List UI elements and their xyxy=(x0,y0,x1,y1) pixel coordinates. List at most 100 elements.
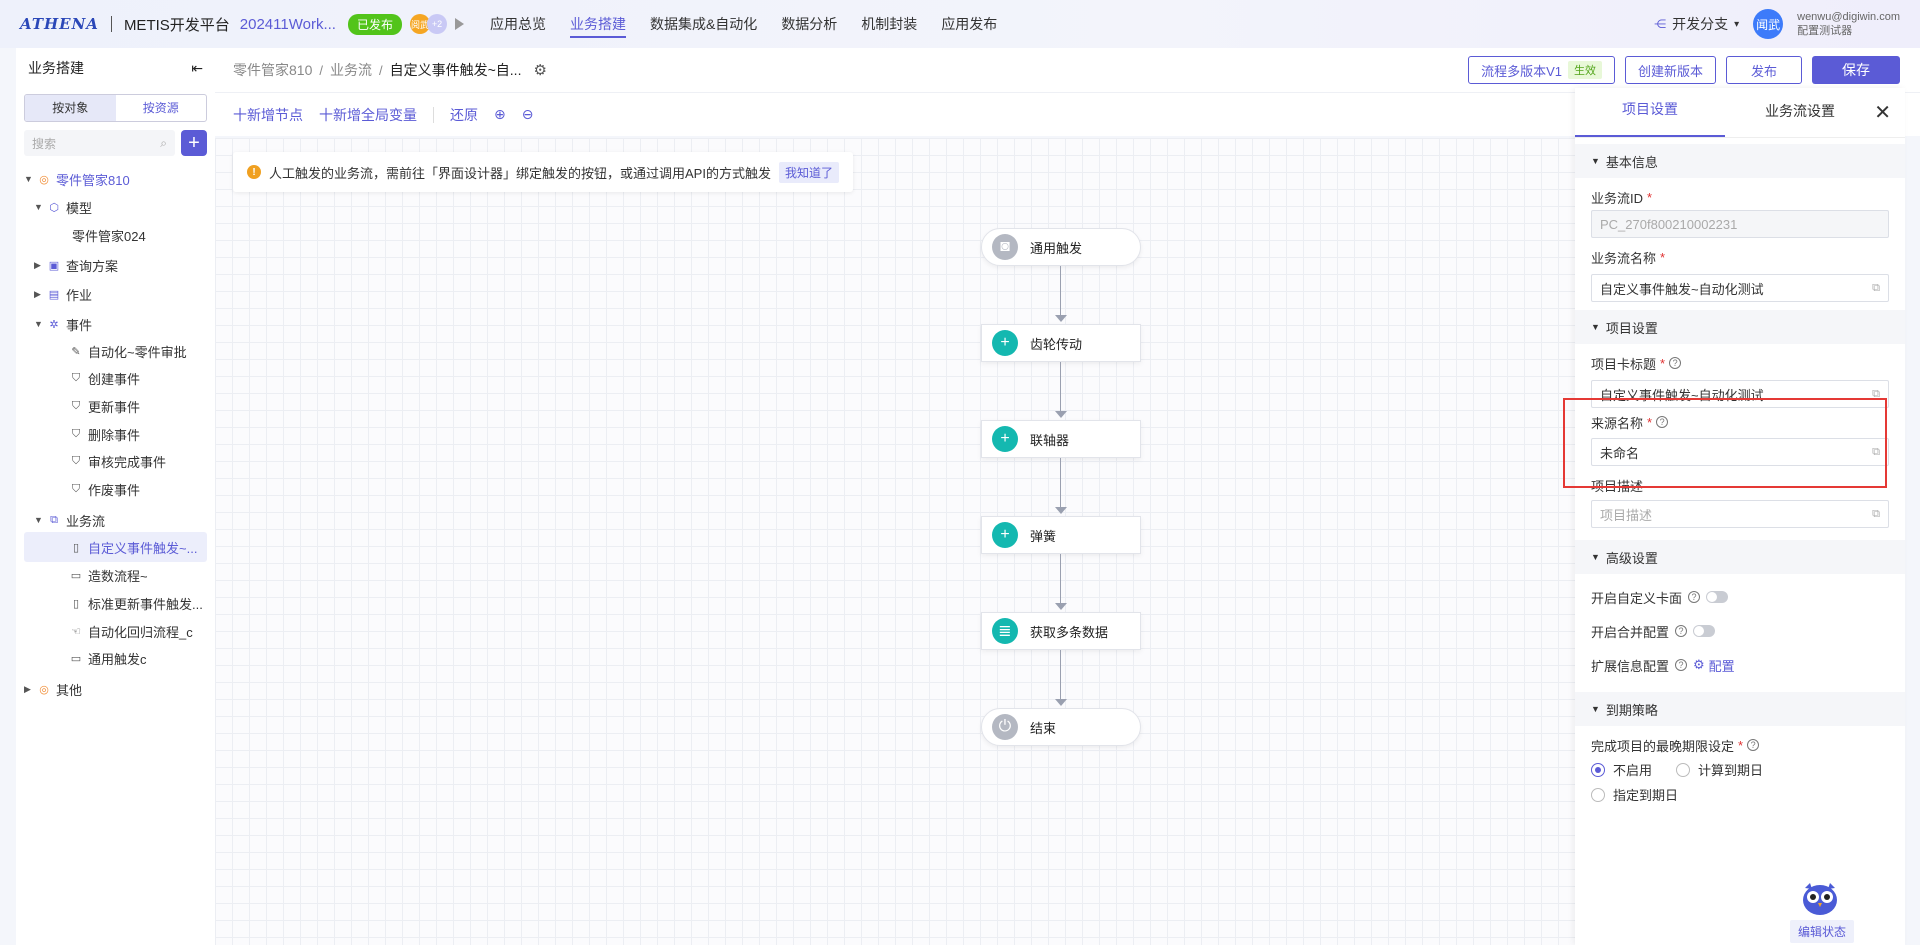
add-global-var-button[interactable]: 十新增全局变量 xyxy=(319,106,417,123)
flow-connector xyxy=(1060,650,1061,700)
tree-item[interactable]: ▼⬡模型 xyxy=(16,192,215,222)
section-deadline[interactable]: ▼ 到期策略 xyxy=(1575,692,1905,726)
owl-mascot-icon[interactable] xyxy=(1800,880,1840,916)
help-icon[interactable]: ? xyxy=(1675,659,1688,671)
caret-down-icon[interactable]: ▼ xyxy=(24,174,33,184)
caret-right-icon[interactable]: ▶ xyxy=(24,683,31,694)
nav-business-build[interactable]: 业务搭建 xyxy=(558,0,638,48)
flow-node[interactable]: ⏻结束 xyxy=(981,708,1141,746)
caret-down-icon[interactable]: ▼ xyxy=(34,515,43,525)
custom-card-switch[interactable] xyxy=(1706,591,1729,603)
branch-icon: ⋲ xyxy=(1654,17,1667,31)
workspace-selector[interactable]: 202411Work... xyxy=(239,15,336,33)
tree-item[interactable]: ▶▤作业 xyxy=(16,279,215,309)
caret-down-icon[interactable]: ▼ xyxy=(34,319,43,329)
tree-item[interactable]: ▭通用触发c xyxy=(16,643,215,673)
section-advanced[interactable]: ▼ 高级设置 xyxy=(1575,540,1905,574)
translate-icon[interactable]: ⧉ xyxy=(1872,445,1880,458)
toggle-by-object[interactable]: 按对象 xyxy=(25,95,116,121)
create-version-button[interactable]: 创建新版本 xyxy=(1624,56,1716,84)
play-icon[interactable] xyxy=(454,18,464,30)
breadcrumb-item[interactable]: 零件管家810 xyxy=(233,62,313,78)
tree-item[interactable]: ▯标准更新事件触发... xyxy=(16,588,215,618)
got-it-button[interactable]: 我知道了 xyxy=(778,161,839,183)
description-field[interactable]: 项目描述 ⧉ xyxy=(1591,500,1889,528)
tree-item[interactable]: 零件管家024 xyxy=(16,220,215,250)
caret-down-icon[interactable]: ▼ xyxy=(34,202,43,212)
tree-item[interactable]: ⛉作废事件 xyxy=(16,474,215,504)
power-icon: ⏻ xyxy=(992,714,1018,740)
help-icon[interactable]: ? xyxy=(1675,625,1688,637)
user-info[interactable]: wenwu@digiwin.com 配置测试器 xyxy=(1797,10,1900,38)
plus-icon: + xyxy=(992,522,1018,548)
user-avatar[interactable]: 闻武 xyxy=(1753,9,1784,39)
flow-node[interactable]: +联轴器 xyxy=(981,420,1141,458)
tree-item[interactable]: ▭造数流程~ xyxy=(16,560,215,590)
nav-app-overview[interactable]: 应用总览 xyxy=(489,16,546,32)
tree-item[interactable]: ⛉审核完成事件 xyxy=(16,446,215,476)
help-icon[interactable]: ? xyxy=(1669,357,1682,369)
add-button[interactable]: + xyxy=(181,130,207,156)
tab-project-settings[interactable]: 项目设置 xyxy=(1575,99,1725,137)
help-icon[interactable]: ? xyxy=(1656,416,1669,428)
merge-config-switch[interactable] xyxy=(1693,625,1716,637)
zoom-in-icon[interactable]: ⊕ xyxy=(494,106,506,122)
collaborator-avatars[interactable]: 阅武 +2 xyxy=(409,14,447,34)
help-icon[interactable]: ? xyxy=(1747,739,1760,751)
tab-flow-settings[interactable]: 业务流设置 xyxy=(1765,103,1835,119)
nav-app-publish[interactable]: 应用发布 xyxy=(941,16,998,32)
doc-icon: ▯ xyxy=(72,597,80,610)
section-basic[interactable]: ▼ 基本信息 xyxy=(1575,144,1905,178)
tree-item[interactable]: ▼◎零件管家810 xyxy=(16,164,215,194)
configure-link[interactable]: ⚙ 配置 xyxy=(1693,656,1735,675)
caret-right-icon[interactable]: ▶ xyxy=(34,288,41,299)
nav-mechanism[interactable]: 机制封装 xyxy=(861,16,918,32)
tree-item[interactable]: ▶▣查询方案 xyxy=(16,250,215,280)
breadcrumb-item[interactable]: 业务流 xyxy=(329,62,372,78)
data-query-icon: ≣ xyxy=(992,618,1018,644)
tree-item[interactable]: ☜自动化回归流程_c xyxy=(16,616,215,646)
zoom-out-icon[interactable]: ⊖ xyxy=(521,106,534,122)
tree-item[interactable]: ✎自动化~零件审批 xyxy=(16,336,215,366)
flow-node[interactable]: +齿轮传动 xyxy=(981,324,1141,362)
help-icon[interactable]: ? xyxy=(1688,591,1701,603)
tree-item[interactable]: ▯自定义事件触发~... xyxy=(24,532,207,562)
radio-disable[interactable]: 不启用 xyxy=(1591,760,1652,779)
flow-name-field[interactable]: 自定义事件触发~自动化测试 ⧉ xyxy=(1591,274,1889,302)
branch-selector[interactable]: ⋲ 开发分支 ▾ xyxy=(1654,14,1739,34)
collapse-sidebar-icon[interactable]: ⇤ xyxy=(191,59,203,76)
logo[interactable]: ATHENA METIS开发平台 xyxy=(20,14,230,35)
tree-item[interactable]: ⛉更新事件 xyxy=(16,391,215,421)
section-project[interactable]: ▼ 项目设置 xyxy=(1575,310,1905,344)
search-input[interactable]: 搜索 ⌕ xyxy=(24,130,175,156)
publish-button[interactable]: 发布 xyxy=(1725,56,1802,84)
toggle-by-resource[interactable]: 按资源 xyxy=(142,101,179,115)
tree-item[interactable]: ⛉删除事件 xyxy=(16,419,215,449)
nav-data-integration[interactable]: 数据集成&自动化 xyxy=(649,16,758,32)
section-title: 基本信息 xyxy=(1605,154,1658,170)
gear-icon[interactable]: ⚙ xyxy=(533,62,547,79)
flow-node[interactable]: ◙通用触发 xyxy=(981,228,1141,266)
flow-node[interactable]: ≣获取多条数据 xyxy=(981,612,1141,650)
source-name-field[interactable]: 未命名 ⧉ xyxy=(1591,438,1889,466)
radio-calc-due[interactable]: 计算到期日 xyxy=(1676,760,1763,779)
caret-right-icon[interactable]: ▶ xyxy=(34,259,41,270)
flow-node[interactable]: +弹簧 xyxy=(981,516,1141,554)
restore-button[interactable]: 还原 xyxy=(450,106,478,123)
tree-item[interactable]: ▼⧉业务流 xyxy=(16,505,215,535)
translate-icon[interactable]: ⧉ xyxy=(1872,387,1880,400)
flow-canvas[interactable]: ! 人工触发的业务流，需前往「界面设计器」绑定触发的按钮，或通过调用API的方式… xyxy=(215,138,1575,945)
multi-version-button[interactable]: 流程多版本V1 生效 xyxy=(1468,56,1615,84)
tree-item[interactable]: ▼✲事件 xyxy=(16,309,215,339)
shield-check-icon: ⛉ xyxy=(71,371,81,384)
tree-item[interactable]: ▶◎其他 xyxy=(16,674,215,704)
radio-specify-due[interactable]: 指定到期日 xyxy=(1591,785,1678,804)
add-node-button[interactable]: 十新增节点 xyxy=(233,106,303,123)
close-icon[interactable]: ✕ xyxy=(1874,102,1891,124)
translate-icon[interactable]: ⧉ xyxy=(1872,507,1880,520)
tree-item[interactable]: ⛉创建事件 xyxy=(16,363,215,393)
save-button[interactable]: 保存 xyxy=(1812,56,1900,84)
edit-state-badge[interactable]: 编辑状态 xyxy=(1790,920,1855,943)
translate-icon[interactable]: ⧉ xyxy=(1872,281,1880,294)
nav-data-analysis[interactable]: 数据分析 xyxy=(781,16,838,32)
